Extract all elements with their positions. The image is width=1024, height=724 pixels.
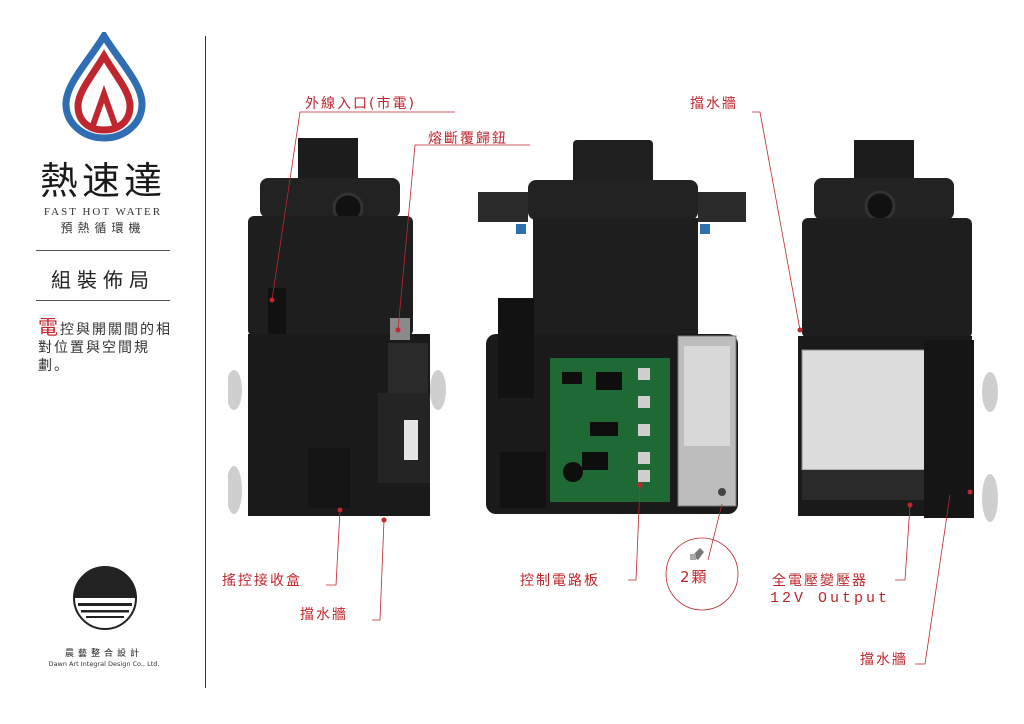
label-control-board: 控制電路板 xyxy=(520,573,600,589)
company-logo xyxy=(73,566,137,630)
label-remote-receiver: 搖控接收盒 xyxy=(222,573,302,589)
label-output: 12V Output xyxy=(770,590,891,607)
description-text: 控與開關間的相對位置與空間規劃。 xyxy=(38,322,172,374)
label-fuse-reset: 熔斷覆歸鈕 xyxy=(428,131,508,147)
brand-name-en: FAST HOT WATER xyxy=(43,206,163,218)
label-screw-count: 2顆 xyxy=(680,568,709,586)
label-transformer: 全電壓變壓器 xyxy=(772,573,868,589)
label-water-wall-right: 擋水牆 xyxy=(860,652,908,668)
label-water-wall-left: 擋水牆 xyxy=(300,607,348,623)
company-name-cn: 晨藝整合設計 xyxy=(64,649,143,659)
divider xyxy=(36,250,170,251)
description: 電控與開關間的相對位置與空間規劃。 xyxy=(38,315,178,375)
divider xyxy=(36,300,170,301)
water-drop-logo xyxy=(62,32,146,142)
device-left-view xyxy=(228,138,446,516)
brand-title: 熱速達 xyxy=(39,159,166,203)
description-first-char: 電 xyxy=(38,315,60,339)
label-power-inlet: 外線入口(市電) xyxy=(305,96,416,112)
section-title: 組裝佈局 xyxy=(51,268,155,292)
label-water-wall-top: 擋水牆 xyxy=(690,96,738,112)
sidebar-divider xyxy=(205,36,206,688)
company-name-en: Dawn Art Integral Design Co., Ltd. xyxy=(48,660,160,668)
brand-name-cn: 預熱循環機 xyxy=(60,221,146,235)
device-middle-view xyxy=(478,140,746,514)
device-right-view xyxy=(798,140,998,522)
